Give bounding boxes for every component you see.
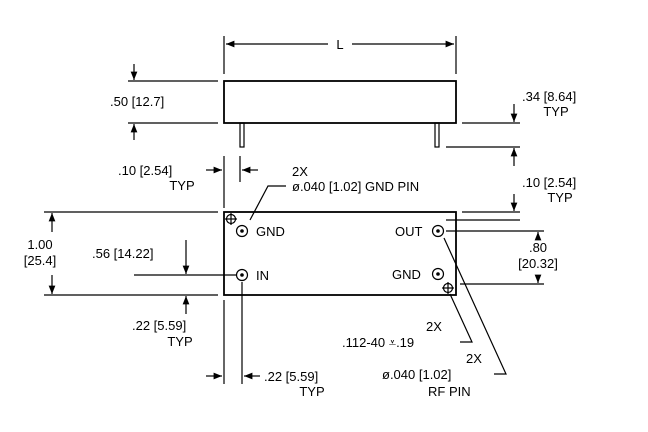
side-view-body [223, 80, 457, 124]
pin-pitch-typ-label: TYP [169, 178, 194, 193]
side-view-pin-right [434, 122, 440, 148]
gnd-pin-note: 2X ø.040 [1.02] GND PIN [249, 164, 419, 221]
pin-gnd-left-icon [235, 224, 249, 238]
rf-pin-spec: ø.040 [1.02] [382, 367, 451, 382]
spacing-dim-line2: [20.32] [518, 256, 558, 271]
gnd-pin-leader [249, 185, 286, 221]
mount-hole-spec: .112-40 ⩡.19 [342, 335, 414, 350]
bottom-view: GND IN OUT GND 1.00 [25.4] .56 [14.22] .… [24, 175, 576, 399]
spacing-dim-line1: .80 [529, 240, 547, 255]
rf-pin-qty: 2X [466, 351, 482, 366]
pin-gnd-right-label: GND [392, 267, 421, 282]
pin-out-label: OUT [395, 224, 423, 239]
length-label: L [336, 37, 343, 52]
bottom-view-body [223, 211, 457, 296]
mount-hole-bottom-right-icon [442, 282, 454, 294]
pin-length-dim-label: .34 [8.64] [522, 89, 576, 104]
gnd-pin-qty: 2X [292, 164, 308, 179]
bottom-left-dim-label: .22 [5.59] [132, 318, 186, 333]
height-dim-label: .50 [12.7] [110, 94, 164, 109]
width-dim-line1: 1.00 [27, 237, 52, 252]
pin-in-label: IN [256, 268, 269, 283]
side-view: L .50 [12.7] .34 [8.64] TYP .10 [2.54] T… [110, 36, 576, 208]
mount-hole-note: 2X .112-40 ⩡.19 [342, 293, 473, 350]
mount-hole-qty: 2X [426, 319, 442, 334]
offset-dim-label: .10 [2.54] [522, 175, 576, 190]
mount-hole-top-left-icon [225, 213, 237, 225]
bottom-typ-label: TYP [299, 384, 324, 399]
mount-hole-leader [449, 293, 473, 343]
pin-length-typ-label: TYP [543, 104, 568, 119]
pin-gnd-right-icon [431, 267, 445, 281]
rf-pin-note: 2X ø.040 [1.02] RF PIN [382, 237, 507, 399]
width-dim-line2: [25.4] [24, 253, 57, 268]
bottom-dim-label: .22 [5.59] [264, 369, 318, 384]
offset-typ-label: TYP [547, 190, 572, 205]
bottom-left-typ-label: TYP [167, 334, 192, 349]
rf-pin-leader [443, 237, 507, 375]
gnd-pin-spec: ø.040 [1.02] GND PIN [292, 179, 419, 194]
pin-gnd-left-label: GND [256, 224, 285, 239]
pin-out-icon [431, 224, 445, 238]
rf-pin-label: RF PIN [428, 384, 471, 399]
side-view-pin-left [239, 122, 245, 148]
pin-spacing-dim-label: .56 [14.22] [92, 246, 153, 261]
pin-pitch-dim-label: .10 [2.54] [118, 163, 172, 178]
pin-in-icon [235, 268, 249, 282]
